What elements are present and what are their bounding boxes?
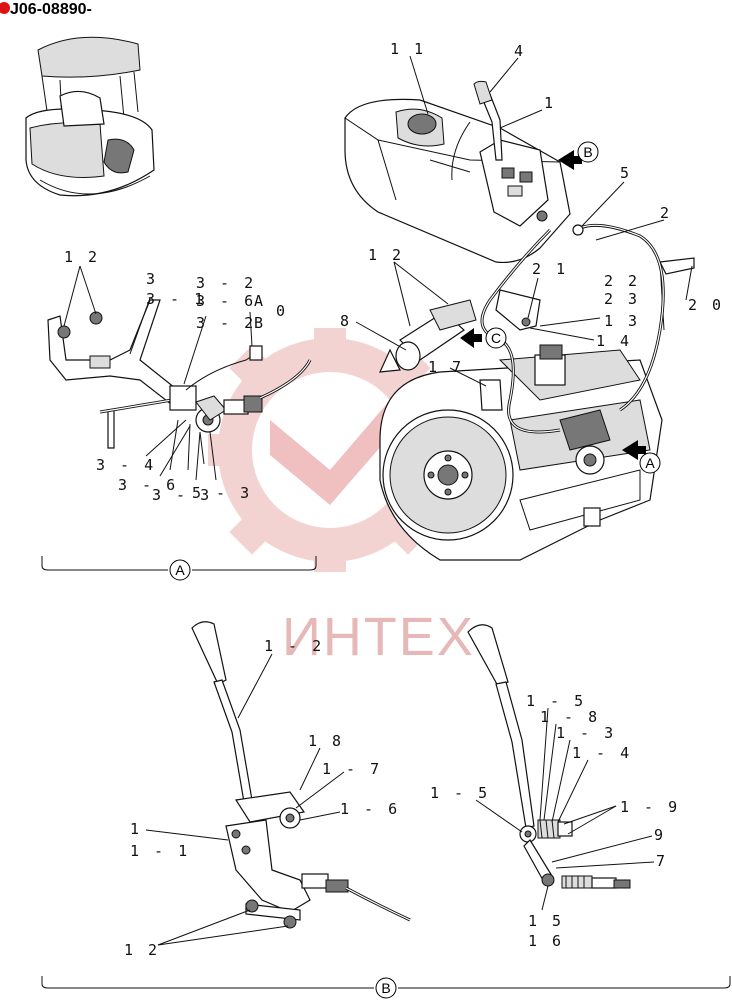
label-17: 1 7 <box>428 358 464 376</box>
view-c-arrow: C <box>460 327 507 349</box>
detail-a-label-5-3: 5 - 3 <box>192 484 252 502</box>
detail-a-labels: 1 2 3 3 - 1 3 - 2 3 - 6 3 - 2 A B 0 3 - … <box>64 248 288 504</box>
label-1: 1 <box>544 94 556 112</box>
label-2: 2 <box>660 204 672 222</box>
detail-a-label-3-6-top: 3 - 6 <box>196 292 256 310</box>
view-b-callout-label: B <box>583 144 592 160</box>
label-5: 5 <box>620 164 632 182</box>
machine-thumbnail <box>25 36 155 197</box>
view-c-callout-label: C <box>491 330 501 346</box>
detail-b-right-label-1-3: 1 - 3 <box>556 724 616 742</box>
label-20: 2 0 <box>688 296 724 314</box>
detail-a-bracket: A <box>41 556 317 581</box>
detail-b-right-label-1-5-left: 1 - 5 <box>430 784 490 802</box>
stop-solenoid <box>379 299 477 373</box>
header-marker <box>0 2 10 14</box>
detail-b-left-label-1-7: 1 - 7 <box>322 760 382 778</box>
main-leader-lines <box>355 55 693 387</box>
detail-b-left-leader-lines <box>145 653 345 946</box>
detail-b-right-labels: 1 - 5 1 - 8 1 - 3 1 - 4 1 - 5 1 - 9 9 7 … <box>430 692 680 950</box>
watermark-text: ИНТЕХ <box>282 607 475 667</box>
detail-b-left-labels: 1 - 2 1 8 1 - 7 1 - 6 1 1 - 1 1 2 <box>124 637 400 959</box>
main-part-labels: 1 1 4 1 5 2 1 2 2 1 2 2 2 3 1 3 1 4 2 0 … <box>340 40 724 376</box>
label-4: 4 <box>514 42 526 60</box>
detail-b-left-label-1-1: 1 - 1 <box>130 842 190 860</box>
detail-a-drawing <box>47 299 312 471</box>
detail-b-right-label-7: 7 <box>656 852 668 870</box>
detail-b-right-label-16: 1 6 <box>528 932 564 950</box>
detail-b-left-label-18: 1 8 <box>308 732 344 750</box>
detail-a-label-3-4: 3 - 4 <box>96 456 156 474</box>
view-b-arrow: B <box>558 141 599 170</box>
detail-b-right-label-1-9: 1 - 9 <box>620 798 680 816</box>
detail-a-label-3-2-top: 3 - 2 <box>196 274 256 292</box>
label-22: 2 2 <box>604 272 640 290</box>
detail-b-left-label-1-2: 1 - 2 <box>264 637 324 655</box>
bracket-20 <box>659 257 695 331</box>
detail-b-bracket: B <box>41 976 731 999</box>
detail-b-right-label-1-4: 1 - 4 <box>572 744 632 762</box>
detail-b-right-label-9: 9 <box>654 826 666 844</box>
view-a-callout-label: A <box>645 455 655 471</box>
detail-a-label-3-6: 3 - 6 <box>118 476 178 494</box>
detail-a-label-b: B <box>254 314 266 332</box>
detail-b-right-label-15: 1 5 <box>528 912 564 930</box>
detail-a-label-3: 3 <box>146 270 158 288</box>
label-23: 2 3 <box>604 290 640 308</box>
detail-b-left-label-1: 1 <box>130 820 142 838</box>
detail-b-left-label-12: 1 2 <box>124 941 160 959</box>
label-8: 8 <box>340 312 352 330</box>
detail-b-left-lever <box>191 621 411 929</box>
detail-a-label-3-3: 3 - 3 <box>152 486 212 504</box>
operator-console <box>344 98 571 264</box>
detail-b-right-label-1-5-top: 1 - 5 <box>526 692 586 710</box>
detail-a-label-0: 0 <box>276 302 288 320</box>
diagram-code: J06-08890- <box>10 1 92 18</box>
detail-b-right-leader-lines <box>475 707 655 911</box>
label-13: 1 3 <box>604 312 640 330</box>
detail-a-label-3-1: 3 - 1 <box>146 290 206 308</box>
detail-a-title: A <box>175 562 185 578</box>
label-14: 1 4 <box>596 332 632 350</box>
engine-assembly <box>379 344 663 561</box>
throttle-lever <box>473 80 503 161</box>
detail-a-label-a: A <box>254 292 266 310</box>
detail-b-left-label-1-6: 1 - 6 <box>340 800 400 818</box>
label-11: 1 1 <box>390 40 426 58</box>
detail-a-label-3-2-bottom: 3 - 2 <box>196 314 256 332</box>
label-12: 1 2 <box>368 246 404 264</box>
detail-b-title: B <box>381 980 390 996</box>
detail-b-right-label-1-8: 1 - 8 <box>540 708 600 726</box>
detail-a-label-12: 1 2 <box>64 248 100 266</box>
label-21: 2 1 <box>532 260 568 278</box>
view-a-arrow: A <box>622 440 661 474</box>
detail-a-leader-lines <box>63 265 253 481</box>
